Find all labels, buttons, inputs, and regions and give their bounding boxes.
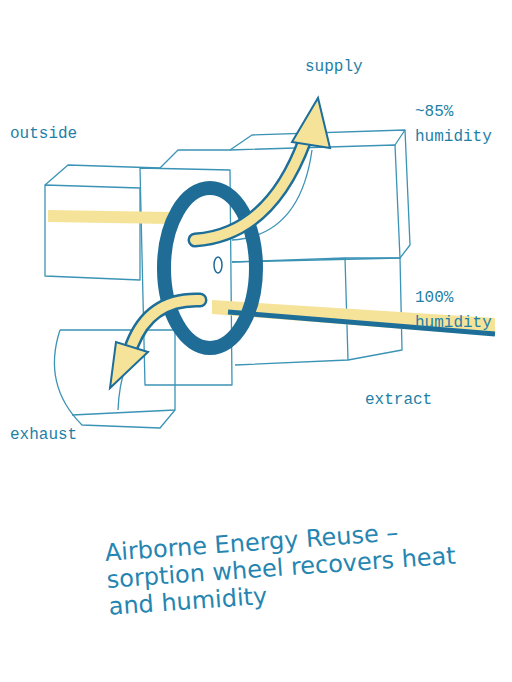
- exhaust-duct: [60, 330, 175, 415]
- caption: Airborne Energy Reuse – sorption wheel r…: [104, 514, 479, 621]
- humidity-note: 100% humidity: [415, 286, 505, 336]
- supply-arrow-outline: [195, 140, 305, 240]
- extract-duct-end: [345, 258, 402, 360]
- air-stream-label: extract: [365, 388, 455, 413]
- supply-arrowhead: [292, 98, 330, 148]
- exhaust-elbow: [54, 330, 175, 428]
- supply-arrow: [195, 140, 305, 240]
- exhaust-arrow: [132, 300, 200, 345]
- air-stream-label: outside: [10, 122, 100, 147]
- outside-duct: [45, 185, 140, 280]
- exhaust-arrowhead: [110, 342, 148, 388]
- air-stream-label: exhaust: [10, 423, 100, 448]
- sorption-wheel: [164, 188, 256, 348]
- air-stream-label: supply: [305, 55, 395, 80]
- casing-top: [160, 150, 230, 168]
- exhaust-arrow-outline: [132, 300, 200, 345]
- humidity-note: ~85% humidity: [415, 100, 505, 150]
- supply-duct-side: [400, 130, 410, 258]
- outside-air-band: [48, 210, 170, 224]
- wheel-hub: [214, 257, 222, 273]
